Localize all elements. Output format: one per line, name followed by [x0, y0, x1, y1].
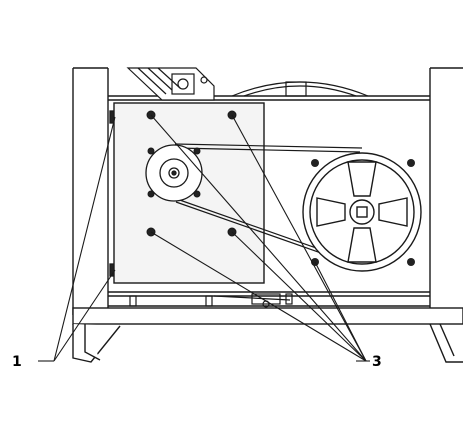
mount-plate-screws	[146, 110, 237, 237]
motor-pulley	[145, 144, 203, 202]
callout-3-leaders	[150, 114, 370, 362]
callout-1-leaders	[38, 116, 116, 362]
screw-head-icon	[193, 190, 201, 198]
driven-pulley	[302, 152, 422, 272]
screw-head-icon	[147, 190, 155, 198]
callout-label-3: 3	[372, 354, 382, 370]
motor-body	[126, 67, 215, 101]
fan-housing-top	[231, 81, 369, 97]
screw-head-icon	[311, 159, 319, 167]
screw-head-icon	[147, 147, 155, 155]
screw-head-icon	[193, 147, 201, 155]
screw-head-icon	[407, 258, 415, 266]
cabinet-base	[72, 307, 463, 363]
callout-label-1: 1	[12, 354, 22, 370]
screw-head-icon	[407, 159, 415, 167]
